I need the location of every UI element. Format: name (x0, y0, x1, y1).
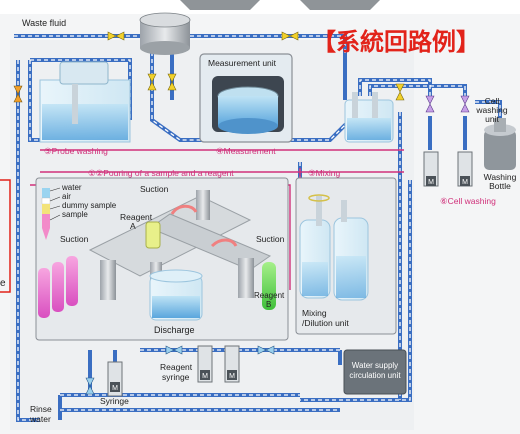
probe-washing-vessel (39, 61, 131, 143)
legend-sample: sample (62, 210, 88, 219)
top-cut-off-shape (180, 0, 260, 10)
legend-dummy-sample: dummy sample (62, 201, 117, 210)
svg-text:M: M (202, 373, 208, 380)
discharge-vessel (149, 269, 203, 321)
suction-top-label: Suction (140, 184, 169, 194)
washing-bottle-label-1: Washing (484, 172, 517, 182)
reagent-b-tube (262, 262, 276, 310)
waste-fluid-label: Waste fluid (22, 18, 66, 28)
washing-bottle (484, 118, 516, 170)
pouring-label: ①②Pouring of a sample and a reagent (88, 168, 234, 178)
measurement-unit-label: Measurement unit (208, 58, 277, 68)
suction-left-label: Suction (60, 234, 89, 244)
waste-pump (139, 12, 191, 55)
cell-washing-vessel (344, 92, 394, 143)
suction-right-label: Suction (256, 234, 285, 244)
svg-text:M: M (112, 385, 118, 392)
mixing-dilution-label-1: Mixing (302, 308, 327, 318)
cell-washing-unit-label-2: washing (475, 105, 507, 115)
cut-off-text: e (0, 278, 6, 289)
syringes: M M M (107, 345, 240, 397)
reagent-a-bottle (145, 221, 161, 249)
mixing-dilution-bottles (299, 194, 369, 301)
water-supply-circulation-unit: Water supply circulation unit (343, 349, 407, 395)
cell-washing-unit-label-3: unit (485, 114, 499, 124)
valves (13, 31, 470, 395)
measurement-label: ④Measurement (216, 146, 276, 156)
cell-washing-motors: M M (423, 151, 473, 187)
reagent-a-label-1: Reagent (120, 212, 153, 222)
water-supply-label-2: circulation unit (349, 371, 401, 380)
reagent-syringe-label-1: Reagent (160, 362, 193, 372)
svg-text:M: M (229, 373, 235, 380)
reagent-b-label-1: Reagent (254, 291, 285, 300)
mixing-label: ③Mixing (308, 168, 340, 178)
reagent-syringe-label-2: syringe (162, 372, 190, 382)
cell-washing-unit-label-1: Cell (485, 96, 500, 106)
rinse-water-label-2: water (29, 414, 51, 424)
reagent-a-label-2: A (130, 221, 136, 231)
mixing-dilution-label-2: /Dilution unit (302, 318, 349, 328)
syringe-label: Syringe (100, 396, 129, 406)
discharge-label: Discharge (154, 325, 195, 335)
left-callout-frame (0, 179, 11, 293)
diagram-title: 【系統回路例】 (312, 28, 480, 56)
legend-air: air (62, 192, 71, 201)
washing-bottle-label-2: Bottle (489, 181, 511, 191)
svg-text:M: M (428, 179, 434, 186)
cell-washing-label: ⑥Cell washing (440, 196, 496, 206)
reagent-b-label-2: B (266, 300, 271, 309)
svg-text:M: M (462, 179, 468, 186)
rinse-water-label-1: Rinse (30, 404, 52, 414)
water-supply-label-1: Water supply (352, 361, 398, 370)
sample-tubes (38, 256, 78, 318)
legend-water: water (61, 183, 82, 192)
probe-washing-label: ⑤Probe washing (44, 146, 108, 156)
measurement-unit: Measurement unit (199, 53, 293, 143)
